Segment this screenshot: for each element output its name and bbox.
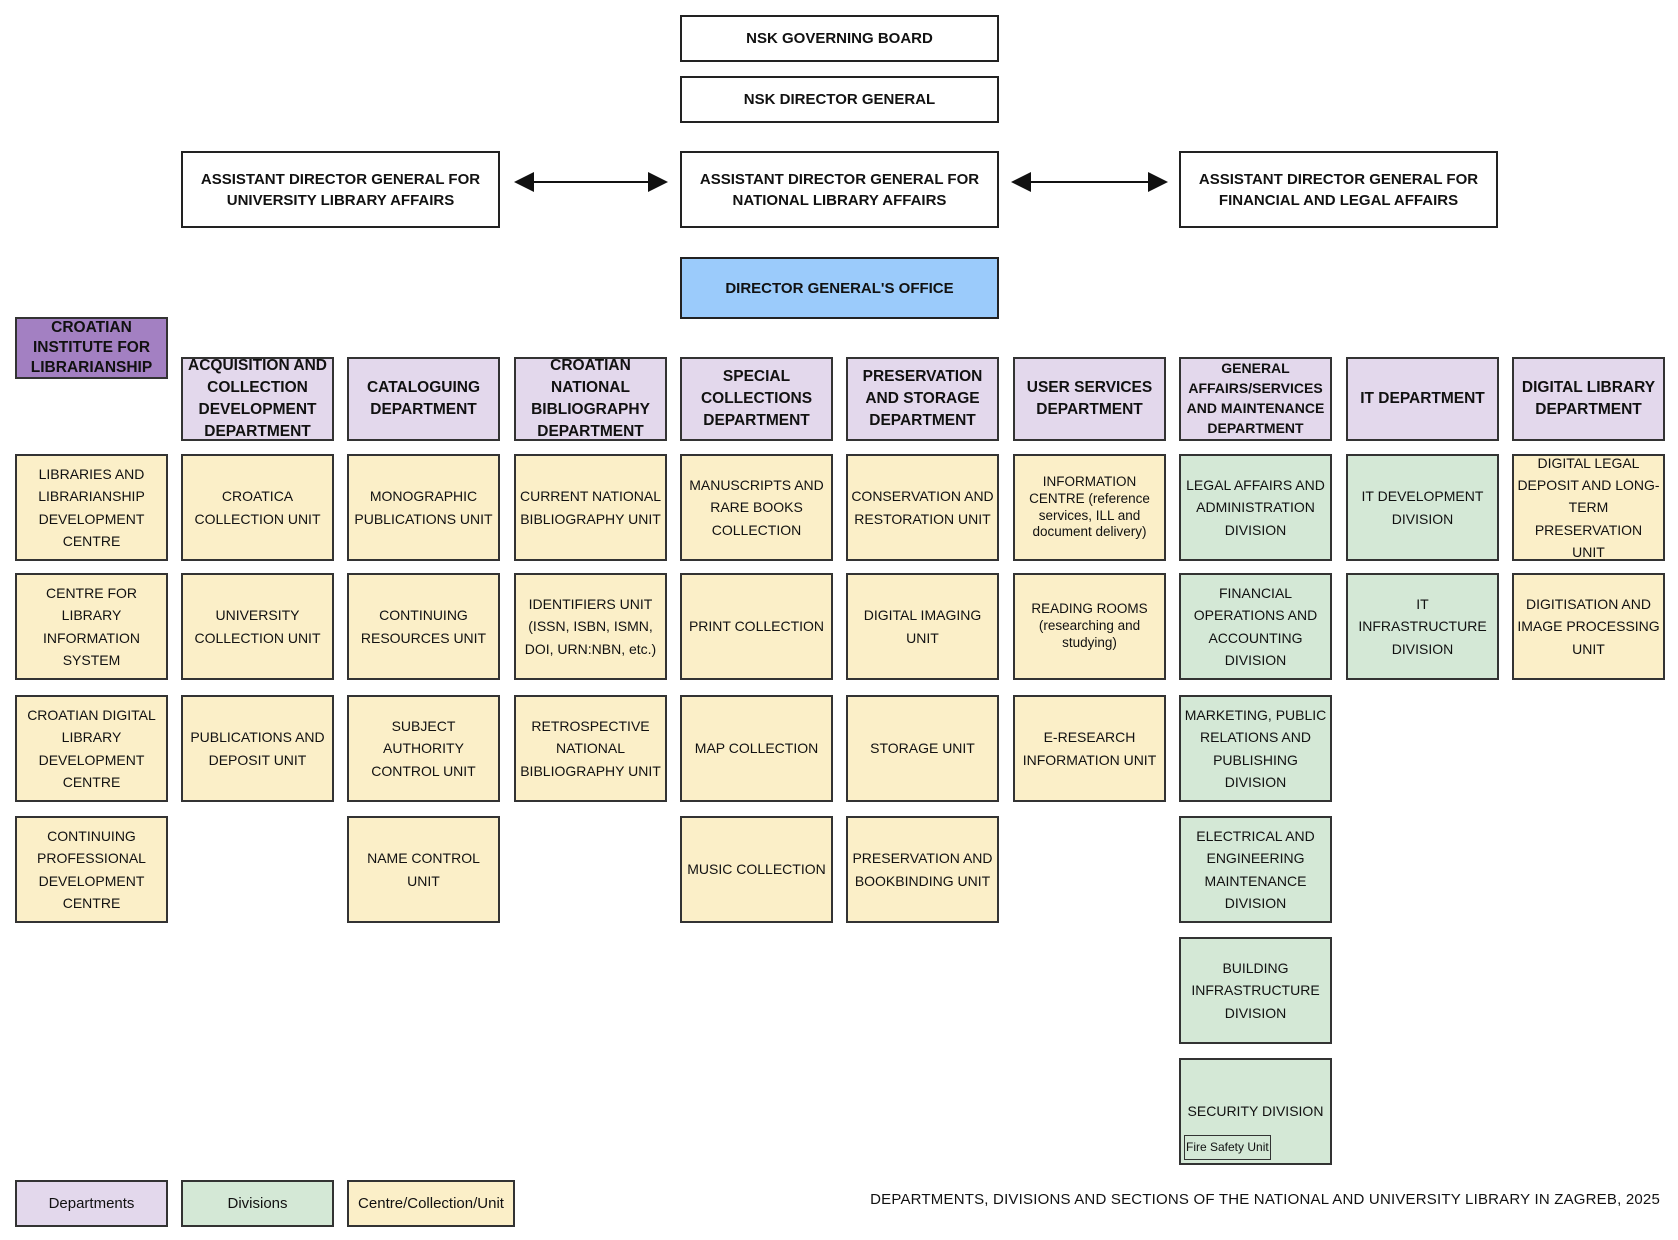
division-security-label: SECURITY DIVISION xyxy=(1187,1103,1324,1120)
division-it-development: IT DEVELOPMENT DIVISION xyxy=(1346,454,1499,561)
unit-library-information-system-centre: CENTRE FOR LIBRARY INFORMATION SYSTEM xyxy=(15,573,168,680)
legend-departments: Departments xyxy=(15,1180,168,1227)
division-electrical-engineering: ELECTRICAL AND ENGINEERING MAINTENANCE D… xyxy=(1179,816,1332,923)
unit-reading-rooms: READING ROOMS (researching and studying) xyxy=(1013,573,1166,680)
division-legal-affairs: LEGAL AFFAIRS AND ADMINISTRATION DIVISIO… xyxy=(1179,454,1332,561)
director-general: NSK DIRECTOR GENERAL xyxy=(680,76,999,123)
department-user-services: USER SERVICES DEPARTMENT xyxy=(1013,357,1166,441)
unit-manuscripts-rare-books: MANUSCRIPTS AND RARE BOOKS COLLECTION xyxy=(680,454,833,561)
unit-music-collection: MUSIC COLLECTION xyxy=(680,816,833,923)
unit-storage: STORAGE UNIT xyxy=(846,695,999,802)
governing-board: NSK GOVERNING BOARD xyxy=(680,15,999,62)
division-security: SECURITY DIVISION Fire Safety Unit xyxy=(1179,1058,1332,1165)
unit-preservation-bookbinding: PRESERVATION AND BOOKBINDING UNIT xyxy=(846,816,999,923)
unit-croatica-collection: CROATICA COLLECTION UNIT xyxy=(181,454,334,561)
unit-monographic-publications: MONOGRAPHIC PUBLICATIONS UNIT xyxy=(347,454,500,561)
division-building-infrastructure: BUILDING INFRASTRUCTURE DIVISION xyxy=(1179,937,1332,1044)
department-preservation-storage: PRESERVATION AND STORAGE DEPARTMENT xyxy=(846,357,999,441)
caption: DEPARTMENTS, DIVISIONS AND SECTIONS OF T… xyxy=(870,1191,1660,1208)
unit-print-collection: PRINT COLLECTION xyxy=(680,573,833,680)
unit-publications-deposit: PUBLICATIONS AND DEPOSIT UNIT xyxy=(181,695,334,802)
unit-digital-imaging: DIGITAL IMAGING UNIT xyxy=(846,573,999,680)
department-acquisition: ACQUISITION AND COLLECTION DEVELOPMENT D… xyxy=(181,357,334,441)
assistant-director-financial: ASSISTANT DIRECTOR GENERAL FOR FINANCIAL… xyxy=(1179,151,1498,228)
unit-e-research-information: E-RESEARCH INFORMATION UNIT xyxy=(1013,695,1166,802)
unit-map-collection: MAP COLLECTION xyxy=(680,695,833,802)
unit-retrospective-national-bibliography: RETROSPECTIVE NATIONAL BIBLIOGRAPHY UNIT xyxy=(514,695,667,802)
unit-current-national-bibliography: CURRENT NATIONAL BIBLIOGRAPHY UNIT xyxy=(514,454,667,561)
department-cataloguing: CATALOGUING DEPARTMENT xyxy=(347,357,500,441)
division-it-infrastructure: IT INFRASTRUCTURE DIVISION xyxy=(1346,573,1499,680)
unit-professional-development-centre: CONTINUING PROFESSIONAL DEVELOPMENT CENT… xyxy=(15,816,168,923)
department-national-bibliography: CROATIAN NATIONAL BIBLIOGRAPHY DEPARTMEN… xyxy=(514,357,667,441)
croatian-institute-for-librarianship: CROATIAN INSTITUTE FOR LIBRARIANSHIP xyxy=(15,317,168,379)
department-general-affairs: GENERAL AFFAIRS/SERVICES AND MAINTENANCE… xyxy=(1179,357,1332,441)
unit-university-collection: UNIVERSITY COLLECTION UNIT xyxy=(181,573,334,680)
unit-information-centre: INFORMATION CENTRE (reference services, … xyxy=(1013,454,1166,561)
unit-digital-legal-deposit: DIGITAL LEGAL DEPOSIT AND LONG-TERM PRES… xyxy=(1512,454,1665,561)
division-marketing-pr: MARKETING, PUBLIC RELATIONS AND PUBLISHI… xyxy=(1179,695,1332,802)
department-digital-library: DIGITAL LIBRARY DEPARTMENT xyxy=(1512,357,1665,441)
assistant-director-national: ASSISTANT DIRECTOR GENERAL FOR NATIONAL … xyxy=(680,151,999,228)
unit-identifiers: IDENTIFIERS UNIT (ISSN, ISBN, ISMN, DOI,… xyxy=(514,573,667,680)
department-it: IT DEPARTMENT xyxy=(1346,357,1499,441)
sub-unit-fire-safety: Fire Safety Unit xyxy=(1184,1135,1271,1160)
legend-units: Centre/Collection/Unit xyxy=(347,1180,515,1227)
division-financial-operations: FINANCIAL OPERATIONS AND ACCOUNTING DIVI… xyxy=(1179,573,1332,680)
director-generals-office: DIRECTOR GENERAL'S OFFICE xyxy=(680,257,999,319)
unit-continuing-resources: CONTINUING RESOURCES UNIT xyxy=(347,573,500,680)
unit-name-control: NAME CONTROL UNIT xyxy=(347,816,500,923)
unit-subject-authority-control: SUBJECT AUTHORITY CONTROL UNIT xyxy=(347,695,500,802)
unit-digital-library-development-centre: CROATIAN DIGITAL LIBRARY DEVELOPMENT CEN… xyxy=(15,695,168,802)
unit-libraries-development-centre: LIBRARIES AND LIBRARIANSHIP DEVELOPMENT … xyxy=(15,454,168,561)
unit-digitisation-image-processing: DIGITISATION AND IMAGE PROCESSING UNIT xyxy=(1512,573,1665,680)
unit-conservation-restoration: CONSERVATION AND RESTORATION UNIT xyxy=(846,454,999,561)
assistant-director-university: ASSISTANT DIRECTOR GENERAL FOR UNIVERSIT… xyxy=(181,151,500,228)
department-special-collections: SPECIAL COLLECTIONS DEPARTMENT xyxy=(680,357,833,441)
legend-divisions: Divisions xyxy=(181,1180,334,1227)
